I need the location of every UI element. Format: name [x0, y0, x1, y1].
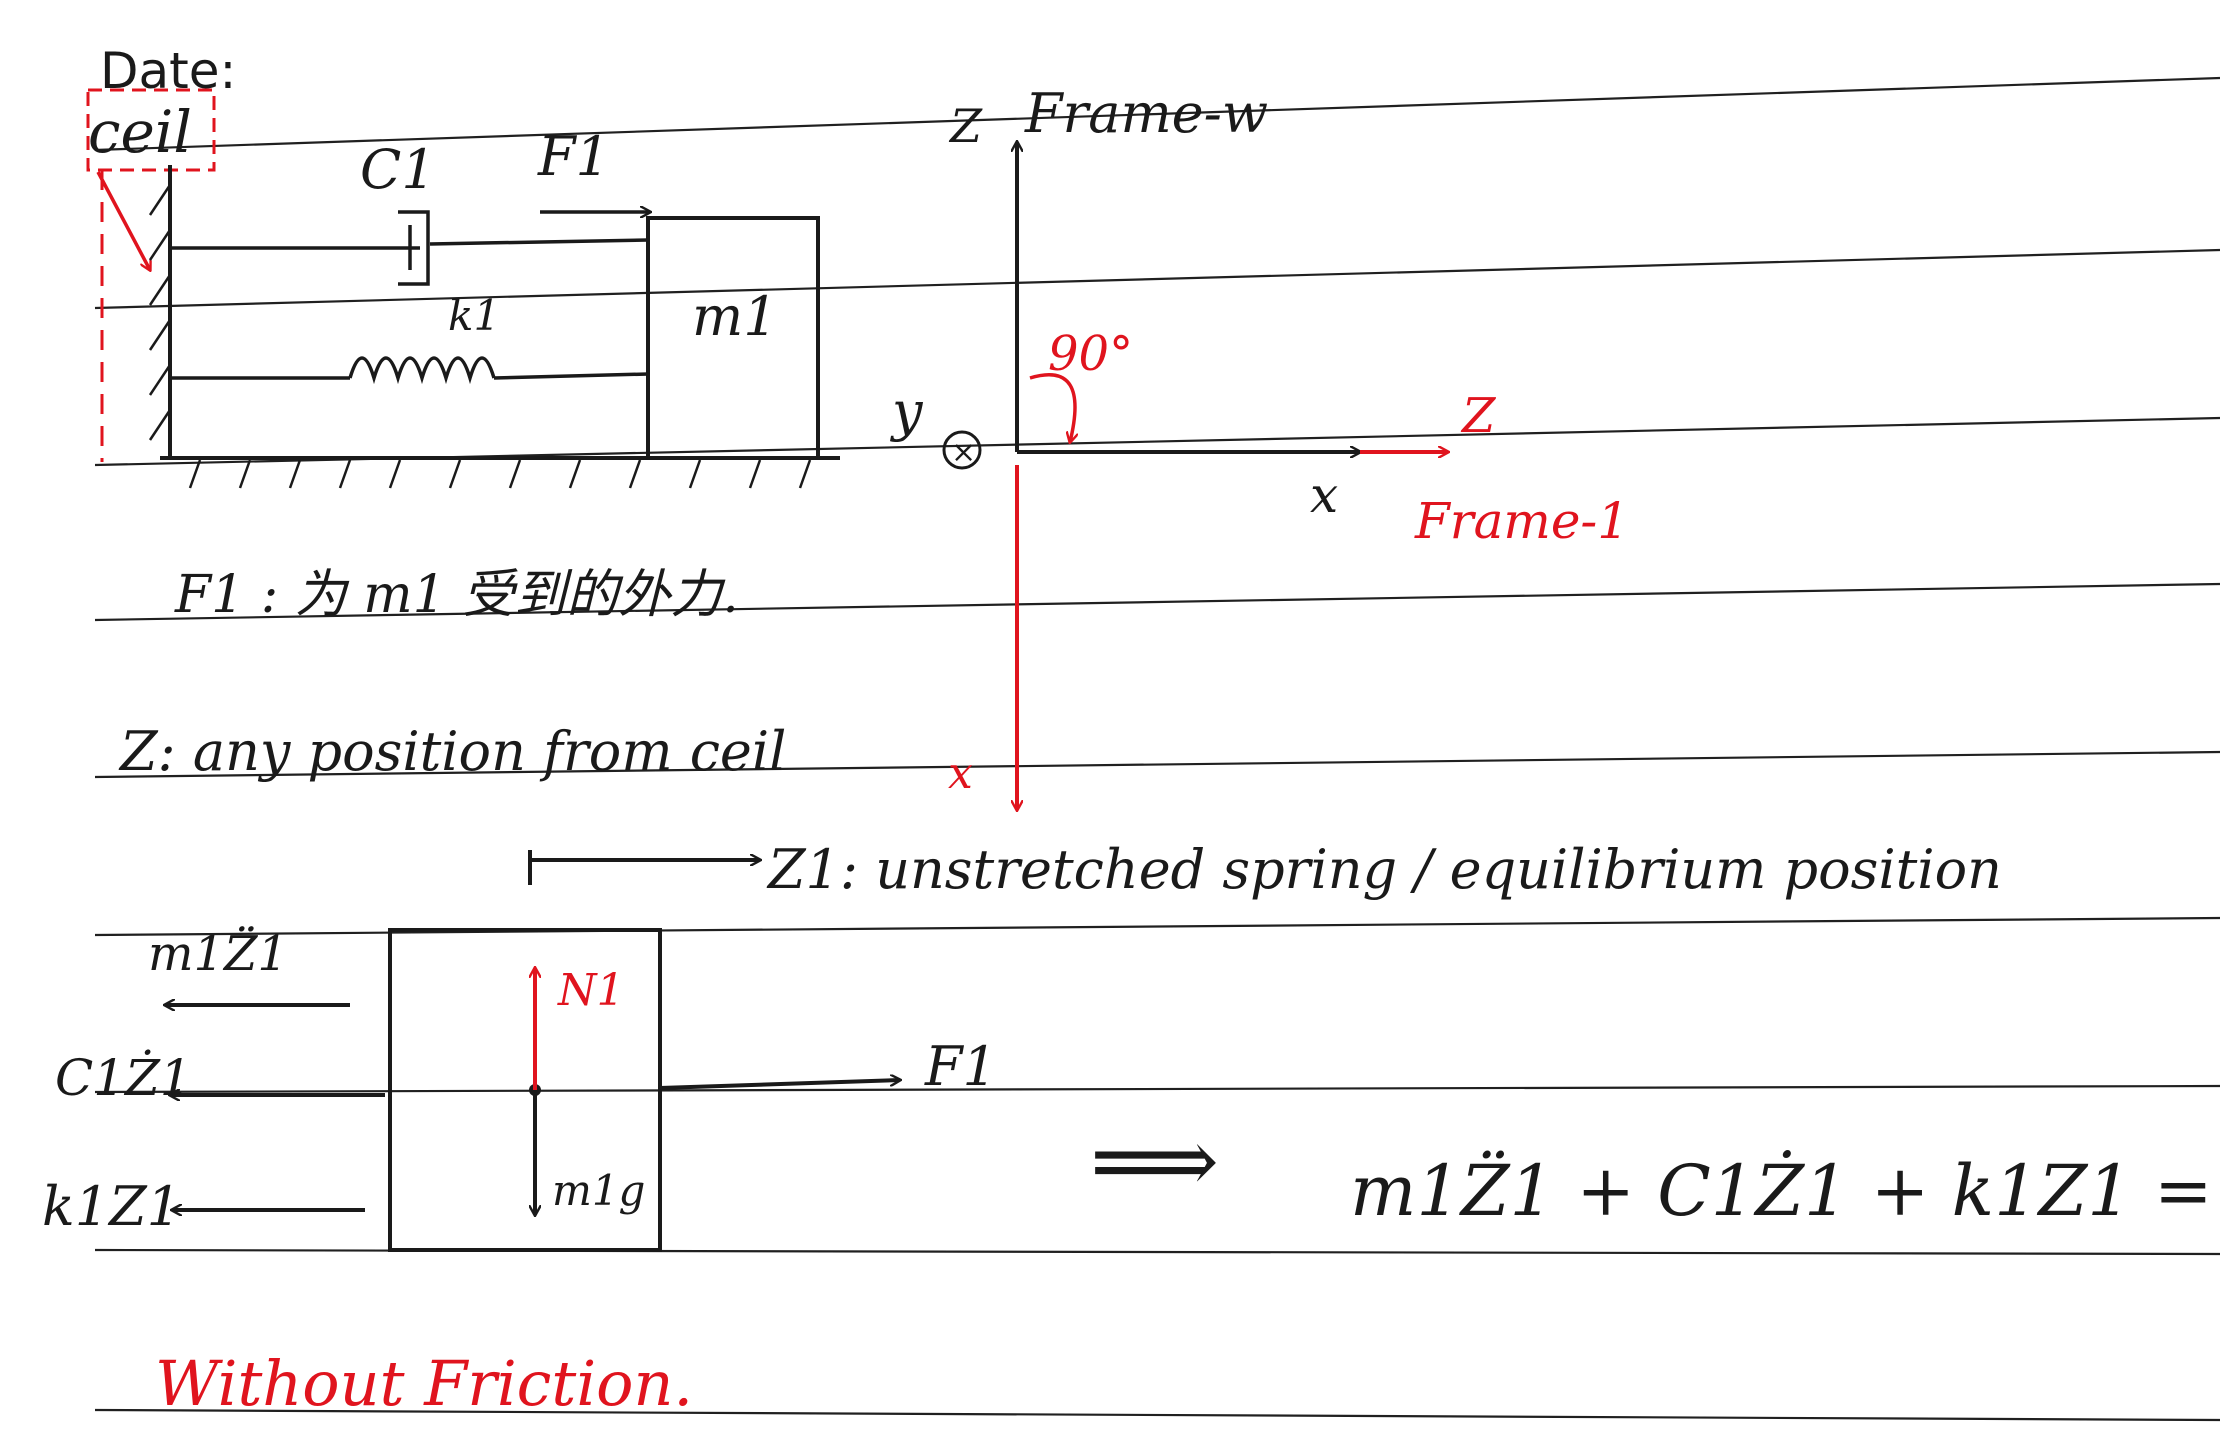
rotation-arc: [1029, 373, 1075, 442]
damper: [170, 210, 649, 286]
equation-of-motion: m1Z̈1 + C1Ż1 + k1Z1 = F1: [1350, 1150, 2220, 1232]
force-note: F1 : 为 m1 受到的外力.: [174, 565, 739, 625]
frame1-x-axis-label: x: [948, 748, 973, 799]
damping-force-label: C1Ż1: [55, 1048, 192, 1107]
without-friction-note: Without Friction.: [155, 1347, 693, 1420]
z-definition: Z: any position from ceil: [118, 720, 786, 783]
y-into-page-cross: ×: [951, 435, 976, 470]
frame1-z-axis-label: Z: [1460, 388, 1497, 444]
rotation-angle-label: 90°: [1048, 326, 1133, 382]
applied-force-arrow: [659, 1080, 900, 1090]
frame1-label: Frame-1: [1414, 492, 1629, 550]
spring-force-label: k1Z1: [42, 1175, 181, 1238]
world-y-axis-label: y: [890, 380, 924, 443]
inertia-force-label: m1Z̈1: [148, 924, 288, 982]
spring: [170, 356, 649, 385]
coordinate-frames: Z Frame-w x × y 90° x Z Frame-1: [890, 82, 1629, 810]
mass-label: m1: [692, 285, 778, 348]
gravity-label: m1g: [552, 1166, 645, 1215]
world-frame-label: Frame-w: [1024, 82, 1268, 145]
implies-symbol: ⟹: [1090, 1109, 1219, 1214]
damper-label: C1: [360, 138, 436, 201]
ceil-label: ceil: [88, 98, 192, 166]
mass-block: [646, 216, 820, 460]
world-z-axis-label: Z: [948, 99, 983, 153]
y-into-page-icon: [942, 430, 982, 470]
z1-definition: Z1: unstretched spring / equilibrium pos…: [766, 838, 2002, 901]
fbd-mass-block: [388, 928, 662, 1252]
ceil-pointer-arrow: [96, 171, 150, 270]
normal-force-label: N1: [557, 965, 625, 1016]
force-label: F1: [537, 125, 610, 188]
wall-hatching: [148, 184, 172, 441]
ceil-highlight-box: [86, 88, 216, 172]
mechanical-model: ceil C1: [86, 88, 840, 489]
applied-force-label: F1: [924, 1035, 997, 1098]
world-x-axis-label: x: [1310, 466, 1338, 524]
free-body-diagram: N1 m1g F1 m1Z̈1 C1Ż1 k1Z1: [42, 924, 997, 1252]
ground-hatching: [188, 459, 812, 489]
spring-label: k1: [448, 291, 500, 340]
z1-marker: [528, 850, 760, 885]
